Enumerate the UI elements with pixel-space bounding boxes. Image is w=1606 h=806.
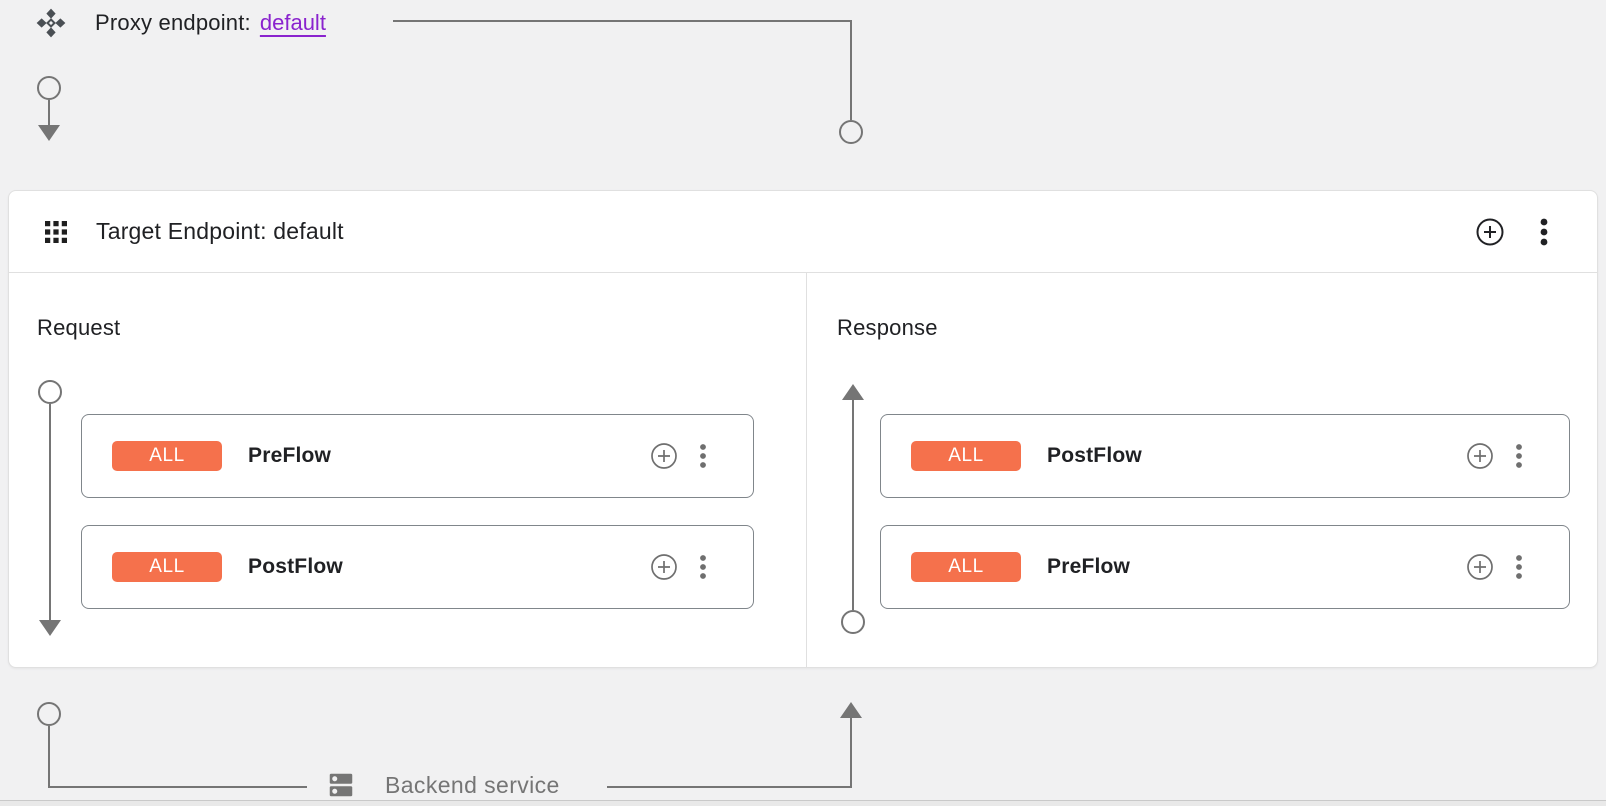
flow-name: PostFlow: [1047, 444, 1142, 467]
add-circle-icon: [1476, 218, 1504, 245]
flow-actions: [650, 442, 707, 470]
request-preflow-row[interactable]: ALL PreFlow: [81, 414, 754, 498]
target-endpoint-title: Target Endpoint: default: [96, 218, 344, 244]
flow-actions: [1466, 442, 1523, 470]
response-preflow-row[interactable]: ALL PreFlow: [880, 525, 1570, 609]
add-flow-button[interactable]: [1475, 217, 1505, 247]
proxy-endpoint-diamond-icon: [36, 8, 66, 38]
flow-condition-badge: ALL: [112, 441, 222, 471]
flow-menu-button[interactable]: [699, 443, 707, 469]
request-panel-label: Request: [37, 315, 121, 340]
flow-condition-badge: ALL: [112, 552, 222, 582]
kebab-menu-icon: [700, 444, 706, 468]
target-endpoint-card: Target Endpoint: default: [8, 190, 1598, 668]
response-flow-rail: [841, 384, 865, 634]
response-postflow-row[interactable]: ALL PostFlow: [880, 414, 1570, 498]
request-panel: Request ALL PreFlow: [9, 273, 806, 668]
add-circle-icon: [1467, 554, 1493, 580]
response-panel-label: Response: [837, 315, 938, 340]
add-circle-icon: [1467, 443, 1493, 469]
add-circle-icon: [651, 554, 677, 580]
kebab-menu-icon: [1540, 218, 1548, 245]
flow-actions: [1466, 553, 1523, 581]
header-actions: [1475, 217, 1549, 247]
kebab-menu-icon: [1516, 444, 1522, 468]
response-panel: Response ALL PostFlow: [806, 273, 1599, 668]
incoming-request-rail: [37, 76, 61, 141]
target-endpoint-header: Target Endpoint: default: [9, 191, 1597, 273]
add-policy-button[interactable]: [650, 442, 678, 470]
kebab-menu-icon: [1516, 555, 1522, 579]
bottom-divider: [0, 800, 1606, 801]
request-to-backend-connector: [37, 702, 307, 788]
apps-grid-icon: [45, 220, 67, 243]
add-policy-button[interactable]: [1466, 553, 1494, 581]
flow-name: PreFlow: [1047, 555, 1131, 578]
kebab-menu-icon: [700, 555, 706, 579]
backend-service-row: Backend service: [326, 770, 560, 800]
add-policy-button[interactable]: [1466, 442, 1494, 470]
flow-menu-button[interactable]: [699, 554, 707, 580]
backend-to-response-connector: [607, 702, 862, 788]
flow-name: PostFlow: [248, 555, 343, 578]
proxy-endpoint-row: Proxy endpoint: default: [36, 8, 326, 38]
request-postflow-row[interactable]: ALL PostFlow: [81, 525, 754, 609]
request-flow-rail: [38, 380, 62, 636]
proxy-endpoint-label: Proxy endpoint:: [95, 10, 251, 35]
endpoint-menu-button[interactable]: [1539, 217, 1549, 247]
flow-menu-button[interactable]: [1515, 443, 1523, 469]
add-policy-button[interactable]: [650, 553, 678, 581]
flow-name: PreFlow: [248, 444, 332, 467]
flow-condition-badge: ALL: [911, 441, 1021, 471]
target-endpoint-body: Request ALL PreFlow: [9, 273, 1597, 668]
add-circle-icon: [651, 443, 677, 469]
flow-menu-button[interactable]: [1515, 554, 1523, 580]
backend-service-label: Backend service: [385, 771, 560, 798]
proxy-endpoint-default-link[interactable]: default: [259, 10, 326, 35]
dns-server-icon: [329, 773, 353, 797]
flow-condition-badge: ALL: [911, 552, 1021, 582]
flow-actions: [650, 553, 707, 581]
bottom-strip: [0, 801, 1606, 806]
